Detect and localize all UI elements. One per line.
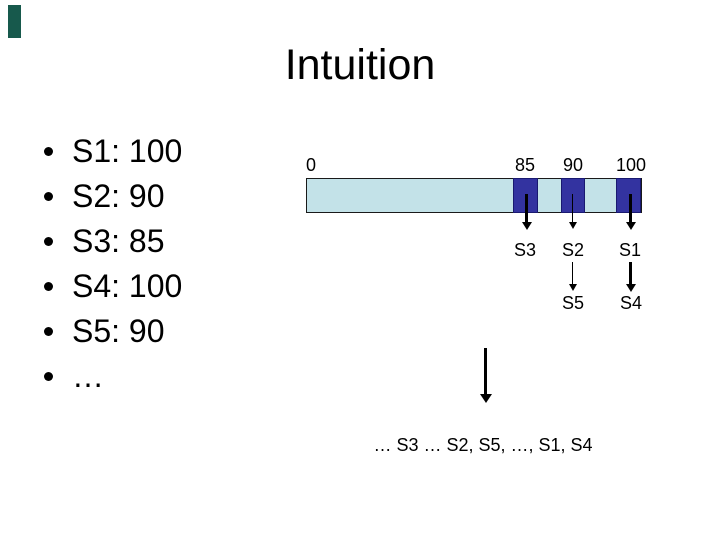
template-corner-mark <box>8 5 21 38</box>
list-item: S1: 100 <box>44 129 182 174</box>
down-arrow-s5 <box>572 262 573 284</box>
bullet-icon <box>44 147 53 156</box>
merge-down-arrow <box>484 348 487 394</box>
tick-label-90: 90 <box>562 155 584 175</box>
down-arrow-s3 <box>525 194 528 222</box>
bullet-icon <box>44 192 53 201</box>
bullet-list: S1: 100 S2: 90 S3: 85 S4: 100 S5: 90 … <box>44 129 182 399</box>
slide-title: Intuition <box>284 41 436 89</box>
timeline-bar <box>306 178 642 213</box>
bullet-text: S1: 100 <box>72 133 183 169</box>
bullet-text: S3: 85 <box>72 223 165 259</box>
list-item: S2: 90 <box>44 174 182 219</box>
bullet-text: S5: 90 <box>72 313 165 349</box>
label-s3: S3 <box>513 240 537 260</box>
bullet-icon <box>44 372 53 381</box>
tick-label-100: 100 <box>616 155 647 175</box>
list-item: S5: 90 <box>44 309 182 354</box>
list-item: S4: 100 <box>44 264 182 309</box>
tick-label-0: 0 <box>306 155 317 175</box>
segment-90 <box>561 178 585 213</box>
list-item: … <box>44 354 182 399</box>
bullet-text: S4: 100 <box>72 268 183 304</box>
tick-label-85: 85 <box>514 155 536 175</box>
bullet-icon <box>44 282 53 291</box>
label-s4: S4 <box>619 293 643 313</box>
down-arrow-s1 <box>629 194 632 222</box>
bullet-icon <box>44 237 53 246</box>
down-arrow-s2 <box>572 194 573 222</box>
list-item: S3: 85 <box>44 219 182 264</box>
label-s1: S1 <box>618 240 642 260</box>
bullet-text: S2: 90 <box>72 178 165 214</box>
bullet-icon <box>44 327 53 336</box>
label-s2: S2 <box>561 240 585 260</box>
label-s5: S5 <box>561 293 585 313</box>
result-sequence-text: … S3 … S2, S5, …, S1, S4 <box>373 435 593 455</box>
down-arrow-s4 <box>629 262 632 284</box>
bullet-text: … <box>72 358 104 394</box>
